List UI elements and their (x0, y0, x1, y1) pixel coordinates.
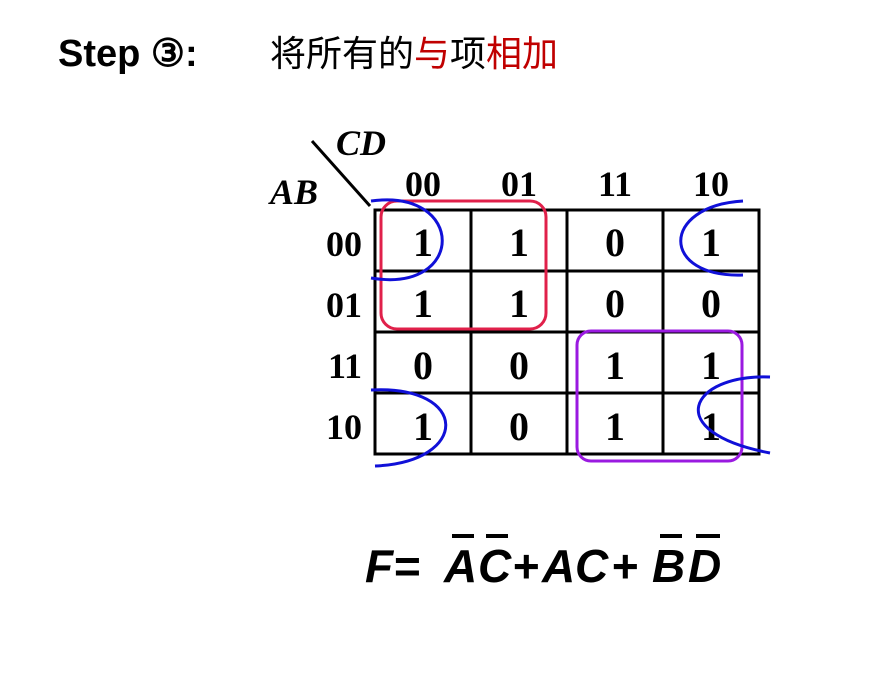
group-red-loop (379, 199, 548, 331)
cell-01-00: 1 (413, 281, 433, 326)
corner-diagonal (310, 140, 372, 207)
cell-10-11: 1 (605, 404, 625, 449)
kmap-grid (373, 208, 761, 456)
cell-10-01: 0 (509, 404, 529, 449)
row-label-01: 01 (326, 285, 362, 325)
title-part-4: 相加 (486, 34, 558, 75)
cell-11-00: 0 (413, 343, 433, 388)
column-variable-label: CD (336, 123, 386, 163)
blue-arc-bottom-left (370, 388, 448, 468)
formula-letter-d-bar: D (688, 540, 721, 592)
step-description: 将所有的与项相加 (270, 34, 558, 75)
formula-letter-a-bar: A (443, 540, 477, 592)
row-label-11: 11 (328, 346, 362, 386)
cell-11-10: 1 (701, 343, 721, 388)
title-part-3: 项 (450, 34, 486, 75)
formula-letter-b-bar: B (652, 540, 685, 592)
cell-11-01: 0 (509, 343, 529, 388)
cell-10-00: 1 (413, 404, 433, 449)
cell-00-01: 1 (509, 220, 529, 265)
result-formula: F= A C + A C + B D (365, 534, 721, 592)
row-label-00: 00 (326, 224, 362, 264)
cell-10-10: 1 (701, 404, 721, 449)
cell-01-11: 0 (605, 281, 625, 326)
blue-arc-bottom-right (696, 375, 771, 455)
cell-00-00: 1 (413, 220, 433, 265)
cell-11-11: 1 (605, 343, 625, 388)
column-label-01: 01 (501, 164, 537, 204)
row-label-10: 10 (326, 407, 362, 447)
formula-letter-a: A (541, 540, 575, 592)
title-part-1: 将所有的 (270, 34, 414, 75)
step-label: Step ③: (58, 33, 198, 75)
formula-plus-1: + (512, 540, 539, 592)
column-label-11: 11 (598, 164, 632, 204)
formula-lhs: F= (365, 540, 420, 592)
column-label-10: 10 (693, 164, 729, 204)
formula-letter-c-bar: C (478, 540, 512, 592)
row-variable-label: AB (268, 172, 318, 212)
cell-01-10: 0 (701, 281, 721, 326)
cell-00-11: 0 (605, 220, 625, 265)
blue-arc-top-left (370, 198, 444, 282)
group-blue-corners (370, 198, 771, 468)
cell-01-01: 1 (509, 281, 529, 326)
title-part-2: 与 (414, 34, 450, 75)
column-label-00: 00 (405, 164, 441, 204)
formula-plus-2: + (611, 540, 638, 592)
group-purple-loop (575, 329, 744, 463)
cell-00-10: 1 (701, 220, 721, 265)
blue-arc-top-right (679, 199, 744, 277)
formula-letter-c: C (575, 540, 609, 592)
